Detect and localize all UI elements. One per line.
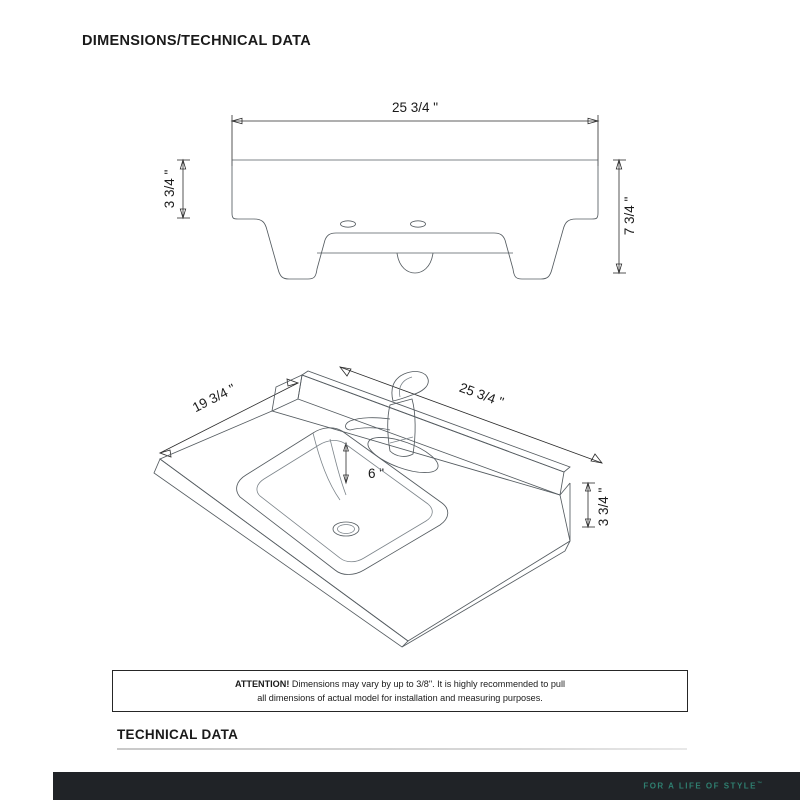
attention-text: ATTENTION! Dimensions may vary by up to …: [221, 677, 579, 705]
brand-tagline-text: FOR A LIFE OF STYLE: [643, 781, 757, 791]
section-divider: [117, 748, 687, 750]
iso-thickness-label: 3 3/4 ": [596, 488, 611, 527]
iso-faucet: [345, 371, 439, 474]
iso-basin-depth-dimension: [343, 441, 349, 485]
front-width-dimension: [230, 115, 600, 166]
front-body-outline: [231, 159, 599, 280]
attention-prefix: ATTENTION!: [234, 679, 290, 689]
iso-thickness-dimension: [582, 481, 595, 529]
attention-line1: Dimensions may vary by up to 3/8". It is…: [289, 679, 566, 689]
front-apron-height-dimension: [177, 158, 190, 220]
front-apron-height-label: 3 3/4 ": [162, 170, 177, 209]
page-title: DIMENSIONS/TECHNICAL DATA: [82, 33, 312, 49]
iso-depth-label: 19 3/4 ": [190, 381, 238, 415]
brand-tagline: FOR A LIFE OF STYLE™: [643, 781, 762, 791]
iso-width-dimension: [339, 366, 603, 464]
front-width-label: 25 3/4 ": [392, 100, 438, 115]
attention-line2: all dimensions of actual model for insta…: [257, 693, 543, 703]
trademark-mark: ™: [757, 781, 762, 788]
iso-width-label: 25 3/4 ": [457, 380, 506, 410]
iso-countertop-body: [153, 370, 571, 648]
technical-data-heading: TECHNICAL DATA: [117, 727, 239, 742]
front-overall-height-label: 7 3/4 ": [622, 197, 637, 236]
front-overall-height-dimension: [613, 158, 626, 275]
attention-box: ATTENTION! Dimensions may vary by up to …: [112, 670, 688, 712]
brand-footer-bar: FOR A LIFE OF STYLE™: [53, 772, 800, 800]
front-elevation-view: 25 3/4 " 3 3/4 " 7 3/4 ": [150, 88, 670, 298]
isometric-view: 25 3/4 " 19 3/4 " 3 3/4 " 6 ": [150, 355, 670, 648]
iso-basin-depth-label: 6 ": [368, 466, 384, 481]
iso-basin: [236, 427, 449, 575]
